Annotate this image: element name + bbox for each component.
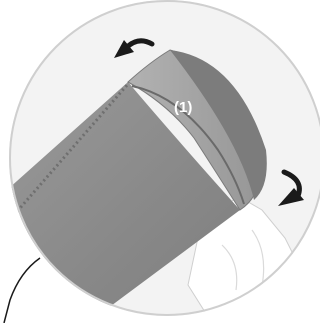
step-label: (1) [174, 99, 192, 116]
callout-leader-line [4, 258, 40, 323]
